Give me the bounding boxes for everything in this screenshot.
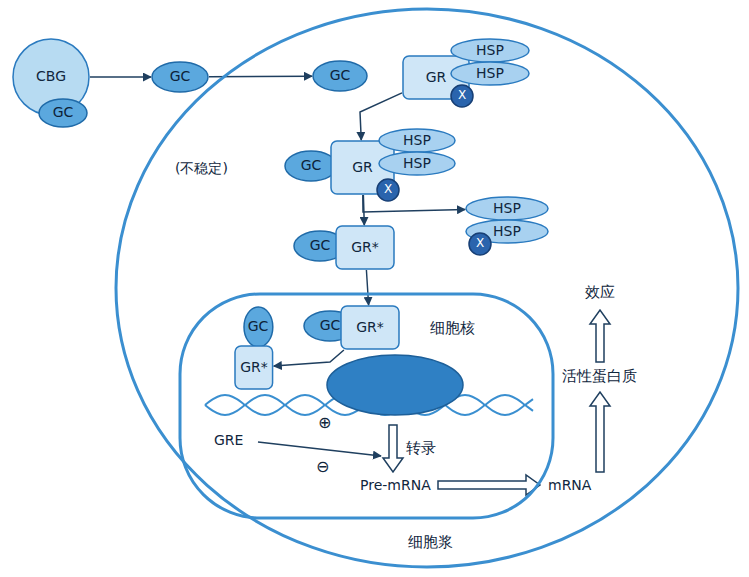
shape-outline bbox=[313, 61, 367, 91]
node-label: GR* bbox=[356, 320, 384, 335]
annotation-label: mRNA bbox=[548, 477, 591, 493]
x-protein: X bbox=[376, 178, 400, 202]
node-label: HSP bbox=[403, 156, 431, 171]
gc-molecule: GC bbox=[243, 306, 274, 348]
gc-molecule: GC bbox=[38, 98, 88, 128]
shape-outline bbox=[336, 226, 394, 269]
shape-outline bbox=[152, 62, 208, 92]
annotation-label: ⊕ bbox=[318, 414, 331, 432]
hsp-protein: HSP bbox=[450, 61, 530, 86]
node-label: HSP bbox=[493, 201, 521, 216]
annotation-label: GRE bbox=[214, 432, 243, 448]
node-label: GC bbox=[53, 105, 74, 120]
node-label: HSP bbox=[476, 43, 504, 58]
node-label: X bbox=[458, 89, 466, 102]
hollow-arrow bbox=[590, 310, 610, 362]
shape-outline bbox=[116, 9, 738, 567]
shape-outline bbox=[180, 294, 553, 518]
node-label: GC bbox=[330, 68, 351, 83]
annotation-label: 活性蛋白质 bbox=[562, 368, 637, 385]
shape-outline bbox=[377, 179, 399, 201]
hollow-arrow bbox=[383, 425, 403, 472]
hollow-arrow bbox=[438, 475, 540, 495]
shape-outline bbox=[341, 306, 399, 349]
chromatin-blob bbox=[327, 355, 463, 415]
shape-outline bbox=[469, 233, 491, 255]
receptor-box: GR* bbox=[234, 345, 274, 390]
region-label: 细胞核 bbox=[430, 320, 475, 337]
node-label: GR* bbox=[240, 360, 268, 375]
node-label: GC bbox=[301, 158, 322, 173]
node-label: GR bbox=[426, 70, 447, 85]
connector-arrow bbox=[90, 76, 151, 78]
x-protein: X bbox=[468, 232, 492, 256]
region-label: 细胞浆 bbox=[408, 534, 453, 551]
node-label: GR bbox=[352, 160, 373, 175]
node-label: GC bbox=[320, 318, 341, 333]
node-label: GC bbox=[248, 319, 269, 334]
node-label: HSP bbox=[493, 224, 521, 239]
annotation-label: ⊖ bbox=[316, 458, 329, 476]
shape-outline bbox=[451, 85, 473, 107]
hollow-arrow bbox=[590, 392, 610, 472]
connector-arrow bbox=[366, 270, 368, 305]
gc-molecule: GC bbox=[151, 61, 209, 93]
shape-outline bbox=[39, 99, 87, 127]
shape-outline bbox=[379, 129, 455, 152]
shape-outline bbox=[379, 152, 455, 175]
gc-molecule: GC bbox=[284, 150, 338, 182]
shape-outline bbox=[451, 39, 529, 62]
annotation-label: 转录 bbox=[406, 440, 436, 457]
annotation-label: 效应 bbox=[585, 284, 615, 301]
regulation-arrow bbox=[258, 442, 381, 456]
connector-arrow bbox=[274, 350, 344, 366]
node-label: HSP bbox=[476, 66, 504, 81]
shape-outline bbox=[451, 62, 529, 85]
node-label: GC bbox=[170, 69, 191, 84]
x-protein: X bbox=[450, 84, 474, 108]
node-label: GR* bbox=[351, 240, 379, 255]
node-label: GC bbox=[310, 238, 331, 253]
node-label: X bbox=[476, 237, 484, 250]
shape-outline bbox=[285, 151, 337, 181]
hsp-protein: HSP bbox=[450, 38, 530, 63]
node-label: CBG bbox=[36, 69, 66, 84]
shape-outline bbox=[466, 197, 548, 220]
hsp-protein: HSP bbox=[378, 128, 456, 153]
hsp-protein: HSP bbox=[465, 196, 549, 221]
annotation-label: Pre-mRNA bbox=[360, 477, 431, 493]
node-label: X bbox=[384, 183, 392, 196]
shape-outline bbox=[244, 307, 273, 347]
receptor-box: GR* bbox=[335, 225, 395, 270]
shape-outline bbox=[235, 346, 273, 389]
hsp-protein: HSP bbox=[378, 151, 456, 176]
connector-arrow bbox=[363, 195, 465, 212]
gc-molecule: GC bbox=[312, 60, 368, 92]
receptor-box: GR* bbox=[340, 305, 400, 350]
annotation-label: (不稳定) bbox=[175, 160, 228, 176]
node-label: HSP bbox=[403, 133, 431, 148]
